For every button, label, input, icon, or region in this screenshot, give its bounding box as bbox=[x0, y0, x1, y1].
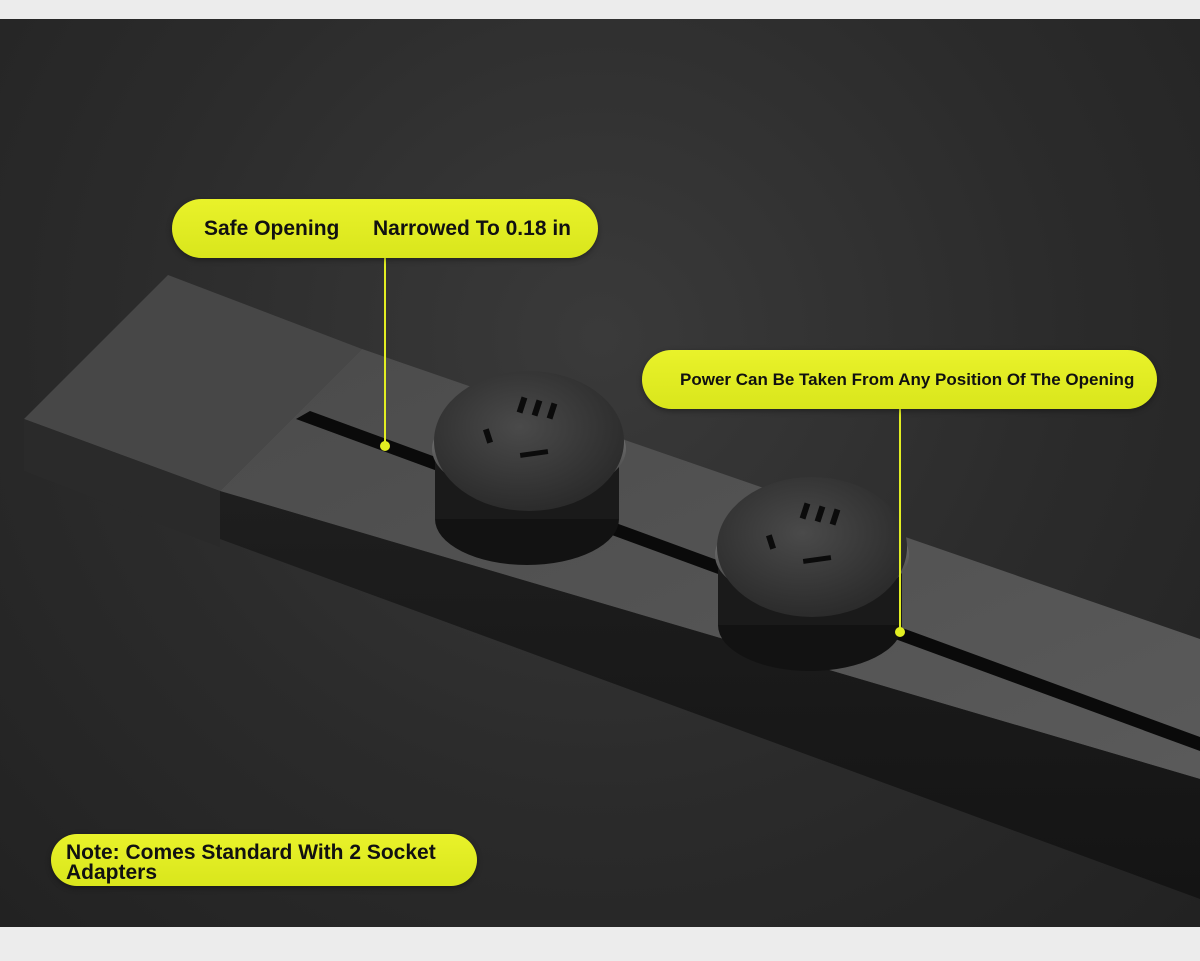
socket-adapter-icon bbox=[715, 477, 909, 671]
power-track-illustration bbox=[24, 258, 1200, 899]
note-text: Note: Comes Standard With 2 Socket Adapt… bbox=[66, 841, 436, 884]
product-photo: Safe Opening Narrowed To 0.18 in Power C… bbox=[0, 19, 1200, 927]
power-position-callout: Power Can Be Taken From Any Position Of … bbox=[642, 350, 1157, 409]
power-track bbox=[220, 349, 1200, 899]
safe-opening-label: Safe Opening bbox=[204, 217, 340, 240]
note-callout: Note: Comes Standard With 2 Socket Adapt… bbox=[51, 834, 477, 886]
power-position-text: Power Can Be Taken From Any Position Of … bbox=[680, 370, 1135, 389]
safe-opening-callout: Safe Opening Narrowed To 0.18 in bbox=[172, 199, 598, 258]
socket-adapter-icon bbox=[432, 371, 626, 565]
safe-opening-value: Narrowed To 0.18 in bbox=[373, 217, 571, 240]
callout-leaders bbox=[380, 258, 905, 637]
